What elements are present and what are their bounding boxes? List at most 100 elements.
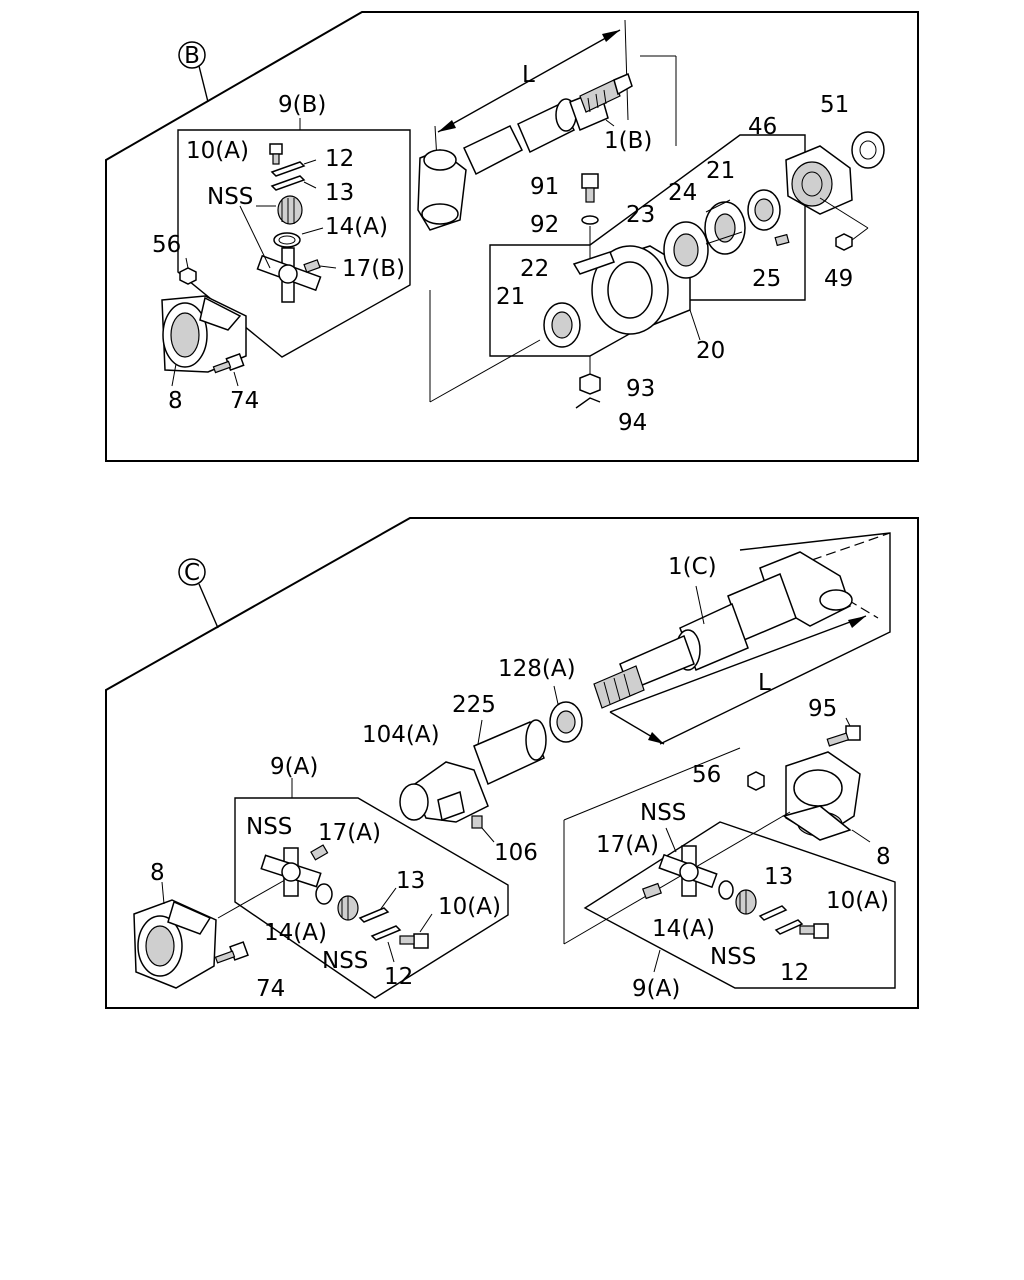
dust-cover-128a [549, 685, 583, 743]
spider-cross-right [658, 845, 718, 897]
bearing-23 [663, 221, 709, 279]
label-13-left: 13 [396, 868, 425, 894]
section-b: B [105, 11, 919, 462]
spider-cross [256, 247, 322, 303]
label-225: 225 [452, 692, 496, 718]
section-b-marker-label: B [184, 43, 200, 69]
label-17a-left: 17(A) [318, 820, 381, 846]
label-1b: 1(B) [604, 128, 652, 154]
label-12: 12 [325, 146, 354, 172]
label-12-left: 12 [384, 964, 413, 990]
section-b-frame [105, 11, 919, 462]
label-9a-right: 9(A) [632, 976, 680, 1002]
label-104a: 104(A) [362, 722, 440, 748]
grease-nipple-106 [471, 815, 495, 843]
flange-yoke-8 [161, 295, 247, 387]
flange-yoke-8-left [133, 881, 217, 989]
propeller-shaft-1b [417, 72, 633, 231]
grease-nipple-17a-left [310, 844, 329, 861]
lock-plate-13-right [758, 905, 788, 921]
propeller-shaft-1c [593, 551, 853, 709]
section-b-marker [178, 41, 206, 69]
label-length-c: L [758, 670, 771, 696]
spider-cross-left [260, 847, 322, 897]
companion-flange-46 [785, 145, 853, 215]
label-14a-left: 14(A) [264, 920, 327, 946]
grease-nipple-17a-right [642, 882, 662, 900]
nut-49 [835, 233, 853, 251]
label-length: L [522, 62, 535, 88]
label-56-right: 56 [692, 762, 721, 788]
label-10a: 10(A) [186, 138, 249, 164]
label-25: 25 [752, 266, 781, 292]
section-c-marker [178, 558, 206, 586]
seal-ring-14a-left [315, 883, 333, 905]
dust-seal-21-right [747, 189, 781, 231]
center-bearing-frame [489, 134, 806, 357]
seal-ring-14a-right [718, 880, 734, 900]
label-20: 20 [696, 338, 725, 364]
label-94: 94 [618, 410, 647, 436]
label-10a-left: 10(A) [438, 894, 501, 920]
label-128a: 128(A) [498, 656, 576, 682]
nut-56 [179, 257, 197, 285]
label-17b: 17(B) [342, 256, 405, 282]
label-9a-left: 9(A) [270, 754, 318, 780]
label-24: 24 [668, 180, 697, 206]
cotter-pin-94 [575, 397, 601, 409]
grease-nipple-25 [774, 233, 790, 247]
universal-joint-kit-right-frame [583, 821, 896, 989]
lock-plate-13-left [358, 907, 390, 923]
lock-plate-12-right [774, 919, 804, 935]
bolt-10a [269, 143, 283, 165]
length-dimension-c [609, 615, 867, 745]
label-8-right: 8 [876, 844, 891, 870]
sleeve-yoke-225 [399, 719, 547, 823]
label-10a-right: 10(A) [826, 888, 889, 914]
grease-nipple-17b [303, 259, 321, 273]
label-8: 8 [168, 388, 183, 414]
needle-bearing-nss-left [337, 895, 359, 921]
cushion-24 [704, 199, 746, 255]
dust-seal-21-left [543, 302, 581, 348]
label-95: 95 [808, 696, 837, 722]
label-51: 51 [820, 92, 849, 118]
label-106: 106 [494, 840, 538, 866]
label-22: 22 [520, 256, 549, 282]
label-12-right: 12 [780, 960, 809, 986]
section-c: C [105, 517, 919, 1009]
label-nss-left-bottom: NSS [322, 948, 368, 974]
label-nss: NSS [207, 184, 253, 210]
section-c-marker-label: C [184, 560, 200, 586]
label-74: 74 [230, 388, 259, 414]
label-14a-right: 14(A) [652, 916, 715, 942]
nut-93 [579, 373, 601, 395]
bolt-95 [826, 717, 861, 747]
washer-92 [581, 215, 599, 225]
label-nss-left-top: NSS [246, 814, 292, 840]
seal-ring-14a [273, 232, 301, 248]
label-nss-right-top: NSS [640, 800, 686, 826]
lock-plate-13 [270, 175, 317, 191]
label-93: 93 [626, 376, 655, 402]
label-49: 49 [824, 266, 853, 292]
center-bearing-housing-20 [572, 245, 701, 341]
bolt-10a-right [799, 923, 829, 939]
section-c-frame [105, 517, 919, 1009]
needle-bearing-nss [277, 195, 303, 225]
label-14a: 14(A) [325, 214, 388, 240]
label-9b: 9(B) [278, 92, 326, 118]
length-dimension [434, 19, 629, 161]
label-17a-right: 17(A) [596, 832, 659, 858]
bolt-74 [212, 353, 245, 387]
nut-56-right [747, 771, 765, 791]
bolt-91 [581, 173, 599, 203]
flange-nut-51 [851, 131, 885, 169]
label-91: 91 [530, 174, 559, 200]
label-46: 46 [748, 114, 777, 140]
lock-plate-12-left [370, 925, 402, 941]
label-23: 23 [626, 202, 655, 228]
bolt-74-c [214, 941, 249, 964]
label-56: 56 [152, 232, 181, 258]
